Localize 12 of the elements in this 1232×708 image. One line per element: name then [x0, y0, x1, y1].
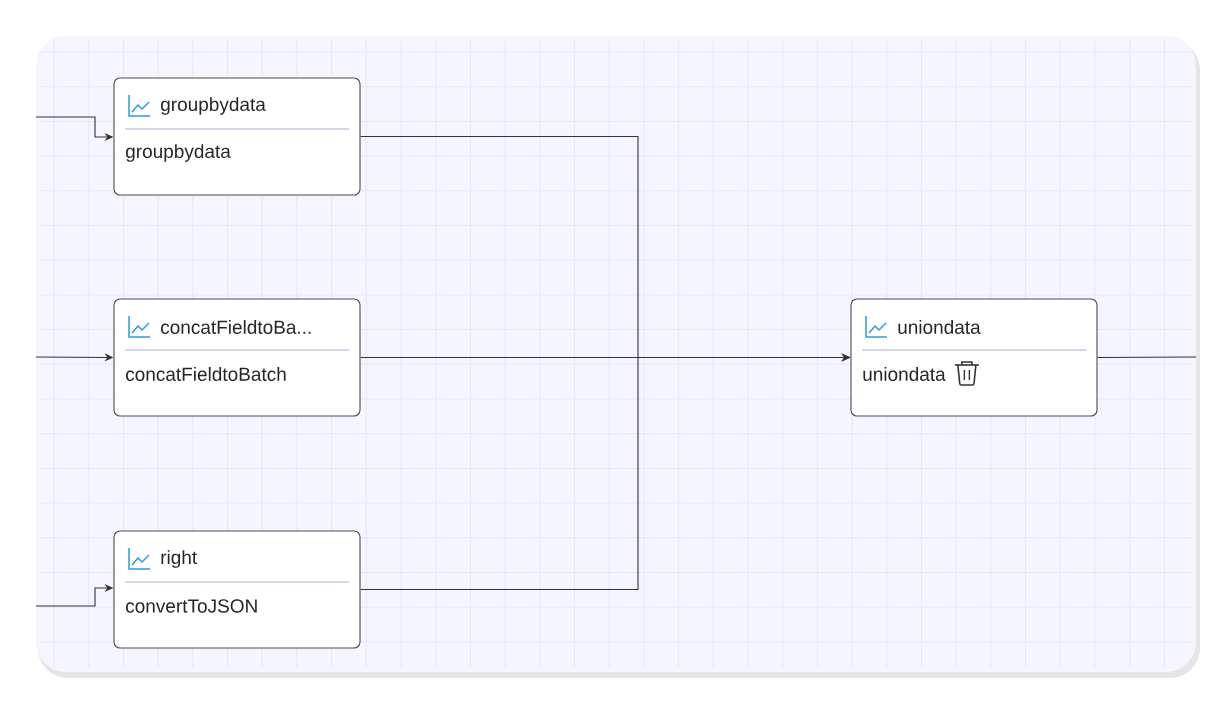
- node-subtitle: uniondata: [863, 367, 946, 381]
- process-box: [113, 77, 361, 196]
- node-title: uniondata: [898, 320, 981, 334]
- process-box: [113, 530, 361, 649]
- node-subtitle: concatFieldtoBatch: [126, 367, 286, 381]
- node-subtitle: convertToJSON: [126, 599, 257, 613]
- process-box: [113, 298, 361, 417]
- node-title: concatFieldtoBa...: [161, 320, 311, 334]
- node-title: right: [161, 550, 197, 568]
- node-title: groupbydata: [161, 97, 266, 115]
- node-subtitle: groupbydata: [126, 144, 231, 162]
- process-box: [850, 298, 1098, 417]
